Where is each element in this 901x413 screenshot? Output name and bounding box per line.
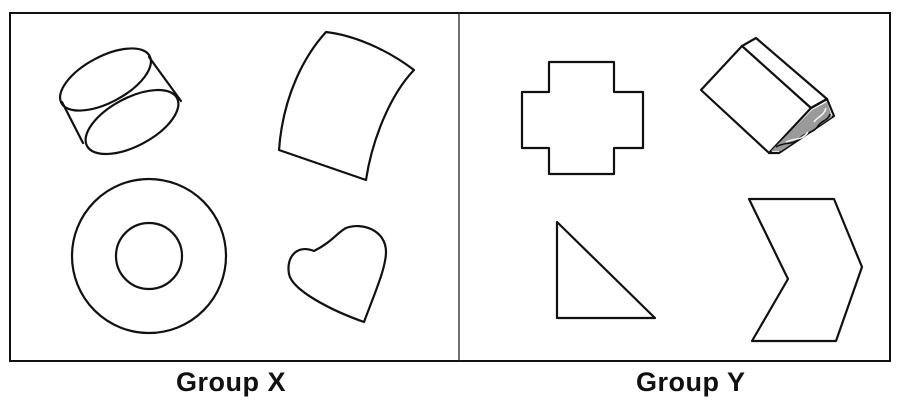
ring-icon <box>70 177 228 335</box>
right-triangle-icon <box>555 220 657 320</box>
group-y-label: Group Y <box>636 367 746 397</box>
group-y-panel <box>520 36 864 343</box>
group-x-panel <box>58 30 416 335</box>
cylinder-icon <box>58 47 183 156</box>
group-x-label: Group X <box>176 367 286 397</box>
heart-icon <box>287 224 388 324</box>
diagram-frame <box>9 12 891 362</box>
curved-sheet-icon <box>277 30 416 182</box>
hexagonal-prism-icon <box>699 36 836 155</box>
chevron-icon <box>747 197 864 343</box>
cross-icon <box>520 60 645 176</box>
